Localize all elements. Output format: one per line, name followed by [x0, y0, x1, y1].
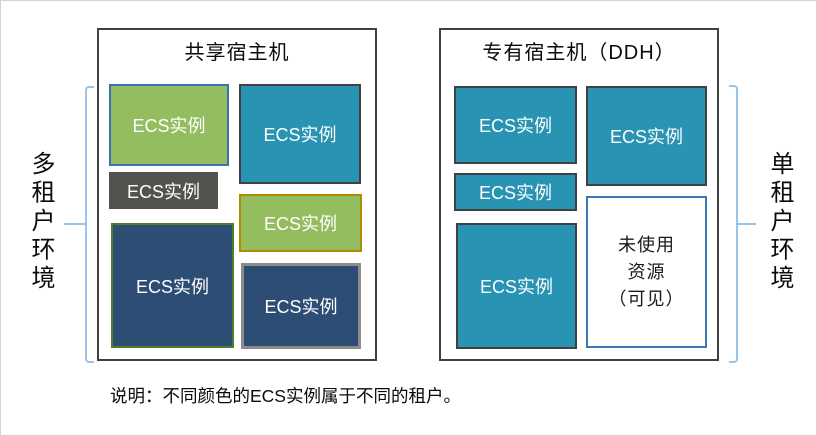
multi-tenant-label: 多租户环境 — [27, 151, 54, 294]
unused-resource-line-1: 未使用 — [618, 234, 675, 255]
ecs-box-navy-greenborder: ECS实例 — [111, 223, 234, 348]
dedicated-host-title: 专有宿主机（DDH） — [482, 42, 676, 64]
unused-resource-line-3: （可见） — [608, 288, 685, 309]
shared-host-panel: 共享宿主机 ECS实例 ECS实例 ECS实例 ECS实例 ECS实例 ECS实… — [97, 28, 377, 361]
single-tenant-label: 单租户环境 — [766, 151, 793, 294]
ecs-box-ddh-top-left: ECS实例 — [454, 86, 577, 164]
unused-resource-line-2: 资源 — [627, 261, 666, 282]
ecs-box-darkgray: ECS实例 — [109, 172, 218, 209]
ecs-box-green-blueborder: ECS实例 — [109, 84, 229, 166]
legend-caption: 说明：不同颜色的ECS实例属于不同的租户。 — [110, 386, 461, 406]
ecs-box-ddh-bottom-left: ECS实例 — [456, 223, 577, 349]
ecs-box-navy-grayborder: ECS实例 — [241, 263, 361, 349]
ecs-box-teal: ECS实例 — [239, 84, 361, 184]
unused-resource-box: 未使用 资源 （可见） — [586, 196, 707, 348]
single-tenant-bracket-tick — [736, 223, 756, 225]
multi-tenant-bracket — [85, 86, 94, 363]
dedicated-host-panel: 专有宿主机（DDH） ECS实例 ECS实例 ECS实例 ECS实例 未使用 资… — [439, 28, 719, 361]
ecs-box-ddh-mid-left: ECS实例 — [454, 173, 577, 211]
shared-host-title: 共享宿主机 — [184, 42, 290, 64]
ecs-box-green-goldborder: ECS实例 — [239, 194, 362, 252]
multi-tenant-bracket-tick — [64, 223, 86, 225]
ecs-box-ddh-top-right: ECS实例 — [586, 86, 707, 186]
